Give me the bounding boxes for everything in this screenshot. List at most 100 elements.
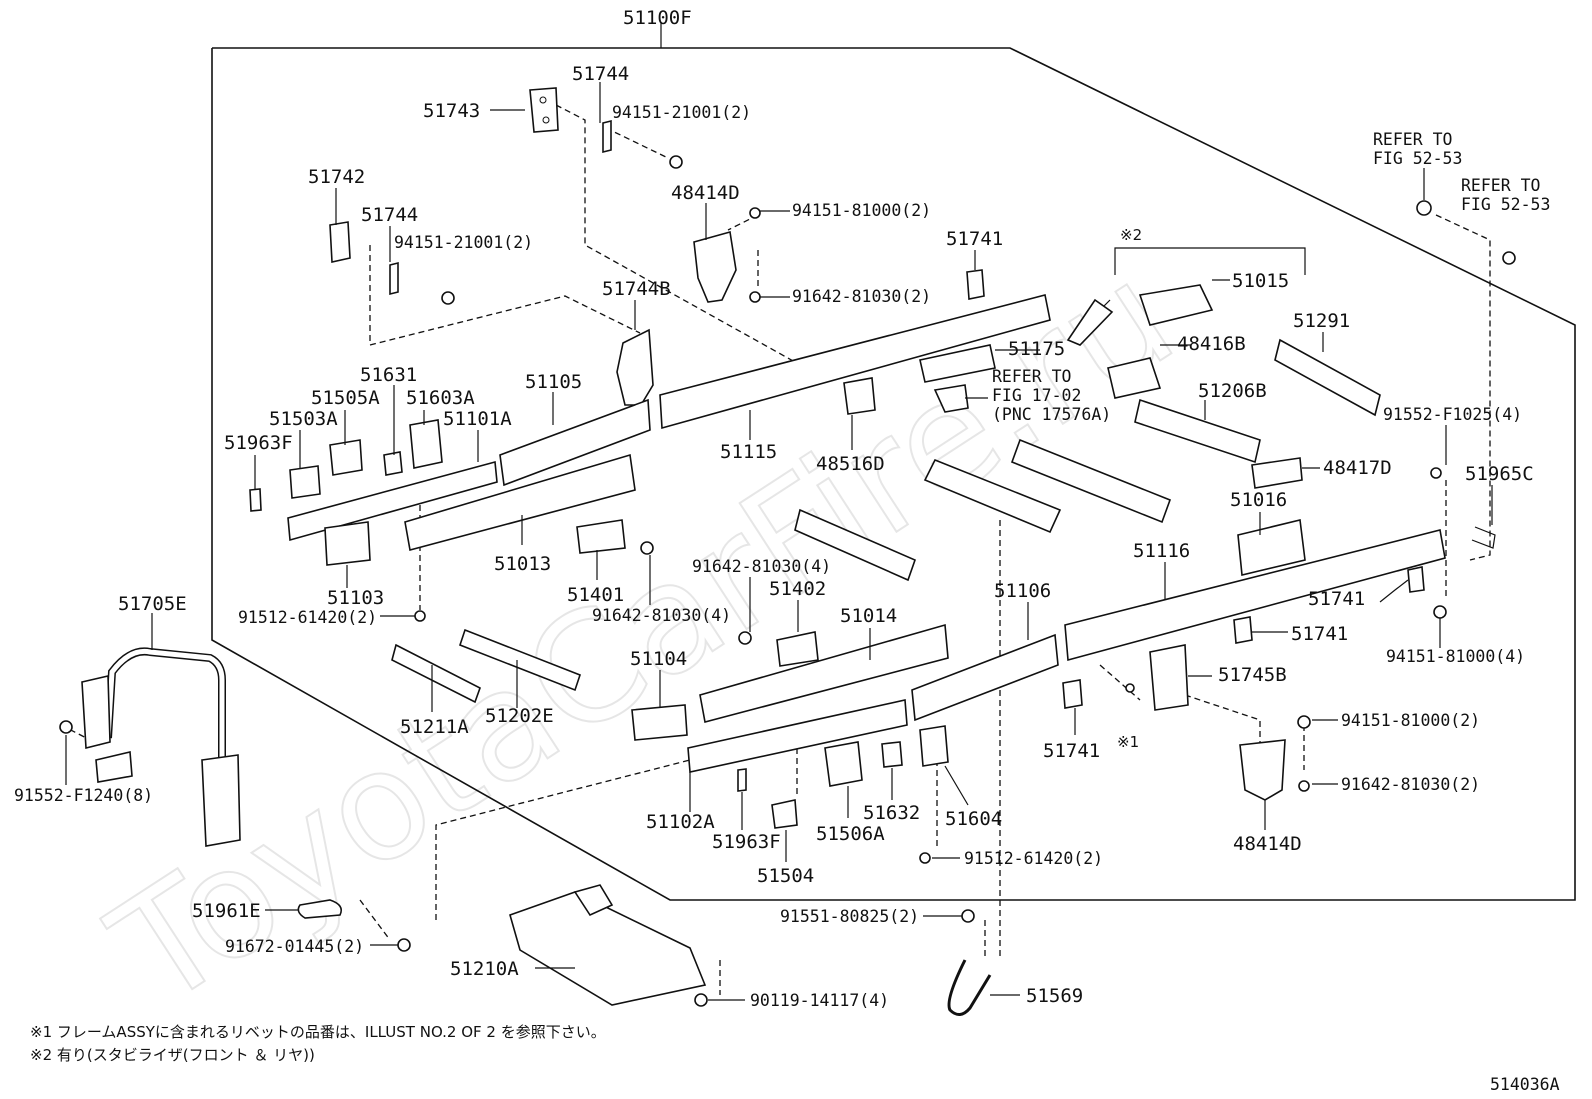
- label-51741a: 51741: [946, 228, 1003, 250]
- bracket-51175-shape: [919, 344, 996, 383]
- label-51401: 51401: [567, 584, 624, 606]
- label-94151-81000e: 94151-81000(2): [1341, 711, 1480, 730]
- carrier-bracket-left: [81, 675, 111, 750]
- label-51743: 51743: [423, 100, 480, 122]
- label-51741c: 51741: [1291, 623, 1348, 645]
- crossmember-51202E-shape: [459, 628, 581, 692]
- label-51745B: 51745B: [1218, 664, 1287, 686]
- label-51506A: 51506A: [816, 823, 885, 845]
- bracket-51744B-shape: [616, 328, 654, 406]
- bolt-f-shape: [919, 852, 931, 864]
- label-51744B: 51744B: [602, 278, 671, 300]
- plate-51744b-shape: [389, 261, 399, 296]
- bracket-51505A-shape: [329, 439, 363, 476]
- figure-id: 514036A: [1490, 1075, 1560, 1094]
- label-51013: 51013: [494, 553, 551, 575]
- bracket-51016-shape: [1237, 519, 1306, 576]
- label-51503A: 51503A: [269, 408, 338, 430]
- crossmember-51291-shape: [1274, 338, 1381, 417]
- plate-51963F-shape: [249, 488, 262, 512]
- carrier-bracket-right: [201, 754, 241, 847]
- skid-51210A-shape: [509, 891, 707, 1006]
- crossmember-51211A-shape: [391, 643, 481, 704]
- bushing-shape: [1416, 200, 1432, 216]
- label-51101A: 51101A: [443, 408, 512, 430]
- label-48416B: 48416B: [1177, 333, 1246, 355]
- label-51202E: 51202E: [485, 705, 554, 727]
- label-91642-81030c: 91642-81030(4): [692, 557, 831, 576]
- carrier-foot: [95, 751, 133, 783]
- rail-51102A-shape: [687, 699, 908, 773]
- label-48414D-upper: 48414D: [671, 182, 740, 204]
- label-51103: 51103: [327, 587, 384, 609]
- carrier-51705E-inner: [105, 648, 225, 760]
- bracket-51104-shape: [631, 704, 688, 741]
- strap-51569-shape: [947, 959, 992, 1016]
- refer-fig52-b-line1: REFER TO: [1461, 176, 1540, 195]
- label-91642-81030b: 91642-81030(4): [592, 606, 731, 625]
- rail-51101A-shape: [287, 460, 498, 542]
- rail-51014-shape: [699, 623, 949, 723]
- refer-fig17-line3: (PNC 17576A): [992, 405, 1111, 424]
- label-91552-F1240: 91552-F1240(8): [14, 786, 153, 805]
- block-51741c-shape: [1233, 616, 1253, 644]
- bracket-51603A-shape: [409, 419, 443, 469]
- label-51632: 51632: [863, 802, 920, 824]
- label-94151-21001b: 94151-21001(2): [394, 233, 533, 252]
- label-48516D: 48516D: [816, 453, 885, 475]
- crossmember-x-shape: [923, 458, 1062, 534]
- plate-48417D-shape: [1251, 457, 1303, 489]
- bolt-b-shape: [414, 610, 426, 622]
- refer-fig52-b-line2: FIG 52-53: [1461, 195, 1550, 214]
- bracket-fig17-shape: [933, 384, 969, 413]
- mark-star2: ※2: [1120, 226, 1142, 244]
- label-51104: 51104: [630, 648, 687, 670]
- label-51569: 51569: [1026, 985, 1083, 1007]
- bracket-51742-shape: [329, 221, 351, 263]
- clip-51965C-shape: [1471, 526, 1496, 549]
- label-91642-81030d: 91642-81030(2): [1341, 775, 1480, 794]
- crossmember-front-shape: [794, 508, 917, 582]
- block-51741b-shape: [1407, 566, 1425, 593]
- label-94151-81000d: 94151-81000(4): [1386, 647, 1525, 666]
- label-51741d: 51741: [1043, 740, 1100, 762]
- bracket-48414D-upper-shape: [693, 230, 737, 303]
- rail-51115-shape: [659, 294, 1051, 430]
- bolt-i-shape: [694, 993, 708, 1007]
- label-91552-F1025: 91552-F1025(4): [1383, 405, 1522, 424]
- bolt-l-shape: [1430, 467, 1442, 479]
- refer-fig52-a-line1: REFER TO: [1373, 130, 1452, 149]
- rail-51105-shape: [499, 398, 651, 487]
- label-51705E: 51705E: [118, 593, 187, 615]
- label-51961E: 51961E: [192, 900, 261, 922]
- mark-star1: ※1: [1117, 733, 1139, 751]
- nut-b-shape: [441, 291, 455, 305]
- refer-fig52-a-line2: FIG 52-53: [1373, 149, 1462, 168]
- bracket-48516D-shape: [843, 377, 876, 415]
- bracket-51604-shape: [919, 725, 949, 767]
- label-51016: 51016: [1230, 489, 1287, 511]
- crossmember-center-shape: [1010, 438, 1172, 524]
- label-51291: 51291: [1293, 310, 1350, 332]
- bracket-51743-shape: [529, 87, 559, 133]
- label-51175: 51175: [1008, 338, 1065, 360]
- footnote-1: ※1 フレームASSYに含まれるリベットの品番は、ILLUST NO.2 OF …: [30, 1023, 606, 1041]
- block-51741d-shape: [1062, 679, 1083, 709]
- bolt-d-shape: [738, 631, 752, 645]
- bracket-51401-shape: [576, 519, 626, 554]
- refer-notes: REFER TO FIG 52-53 REFER TO FIG 52-53 RE…: [965, 130, 1550, 424]
- block-51741a-shape: [966, 269, 985, 300]
- skid-bracket-shape: [573, 884, 614, 917]
- label-51631: 51631: [360, 364, 417, 386]
- bracket-48414D-lower-shape: [1239, 739, 1286, 801]
- nut-d-shape: [1433, 605, 1447, 619]
- label-51116: 51116: [1133, 540, 1190, 562]
- label-51102A: 51102A: [646, 811, 715, 833]
- bracket-51504-shape: [771, 799, 798, 829]
- label-91512-61420a: 91512-61420(2): [238, 608, 377, 627]
- bracket-48416B-shape: [1107, 357, 1162, 399]
- label-51115: 51115: [720, 441, 777, 463]
- part-labels: 51100F 51743 51744 94151-21001(2) 51742 …: [14, 7, 1534, 1010]
- label-51742: 51742: [308, 166, 365, 188]
- bolt-c-shape: [640, 541, 654, 555]
